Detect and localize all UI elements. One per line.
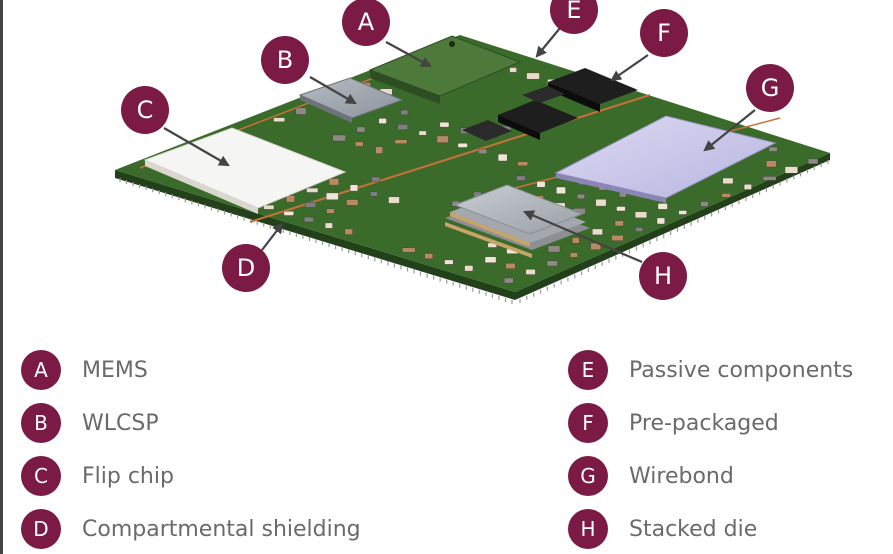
callout-circle bbox=[342, 0, 390, 46]
callout-f: F bbox=[640, 9, 688, 57]
window-edge bbox=[0, 0, 3, 554]
callout-letter: C bbox=[137, 96, 154, 124]
legend-item-c: C Flip chip bbox=[21, 456, 174, 496]
callout-letter: G bbox=[761, 74, 780, 102]
callout-e: E bbox=[550, 0, 598, 34]
mems-die bbox=[368, 35, 522, 104]
legend-item-g: G Wirebond bbox=[568, 456, 734, 496]
legend-item-b: B WLCSP bbox=[21, 403, 159, 443]
callout-circle bbox=[640, 9, 688, 57]
legend-label: Stacked die bbox=[629, 516, 758, 542]
legend-item-a: A MEMS bbox=[21, 350, 148, 390]
callout-circle bbox=[746, 64, 794, 112]
legend-label: Wirebond bbox=[629, 463, 734, 489]
legend-badge: H bbox=[568, 509, 608, 549]
callout-g: G bbox=[746, 64, 794, 112]
callout-letter: B bbox=[277, 46, 293, 74]
callout-circle bbox=[121, 86, 169, 134]
legend-label: MEMS bbox=[82, 357, 148, 383]
callout-letter: D bbox=[237, 254, 255, 282]
legend-label: Flip chip bbox=[82, 463, 174, 489]
callout-markers: A B C D E F G H bbox=[121, 0, 794, 300]
legend-label: Pre-packaged bbox=[629, 410, 779, 436]
sip-module-illustration: A B C D E F G H bbox=[115, 0, 830, 304]
legend-badge: E bbox=[568, 350, 608, 390]
callout-letter: A bbox=[358, 8, 375, 36]
legend-label: WLCSP bbox=[82, 410, 159, 436]
legend-label: Passive components bbox=[629, 357, 854, 383]
legend-badge: G bbox=[568, 456, 608, 496]
callout-arrows bbox=[163, 27, 756, 264]
callout-a: A bbox=[342, 0, 390, 46]
flip-chip-die bbox=[143, 127, 347, 214]
callout-circle bbox=[261, 36, 309, 84]
legend-badge: D bbox=[21, 509, 61, 549]
callout-c: C bbox=[121, 86, 169, 134]
legend-item-d: D Compartmental shielding bbox=[21, 509, 361, 549]
legend-item-e: E Passive components bbox=[568, 350, 853, 390]
callout-d: D bbox=[222, 244, 270, 292]
callout-circle bbox=[550, 0, 598, 34]
callout-letter: E bbox=[566, 0, 581, 24]
pcb-substrate bbox=[115, 35, 830, 292]
legend-badge: C bbox=[21, 456, 61, 496]
callout-circle bbox=[639, 252, 687, 300]
legend-badge: A bbox=[21, 350, 61, 390]
legend-label: Compartmental shielding bbox=[82, 516, 361, 542]
legend-badge: F bbox=[568, 403, 608, 443]
callout-h: H bbox=[639, 252, 687, 300]
callout-letter: F bbox=[657, 19, 671, 47]
callout-b: B bbox=[261, 36, 309, 84]
legend-item-h: H Stacked die bbox=[568, 509, 757, 549]
callout-circle bbox=[222, 244, 270, 292]
callout-letter: H bbox=[654, 262, 672, 290]
edge-pins bbox=[119, 160, 829, 304]
legend-badge: B bbox=[21, 403, 61, 443]
pre-packaged-ic bbox=[462, 68, 638, 141]
legend-item-f: F Pre-packaged bbox=[568, 403, 779, 443]
